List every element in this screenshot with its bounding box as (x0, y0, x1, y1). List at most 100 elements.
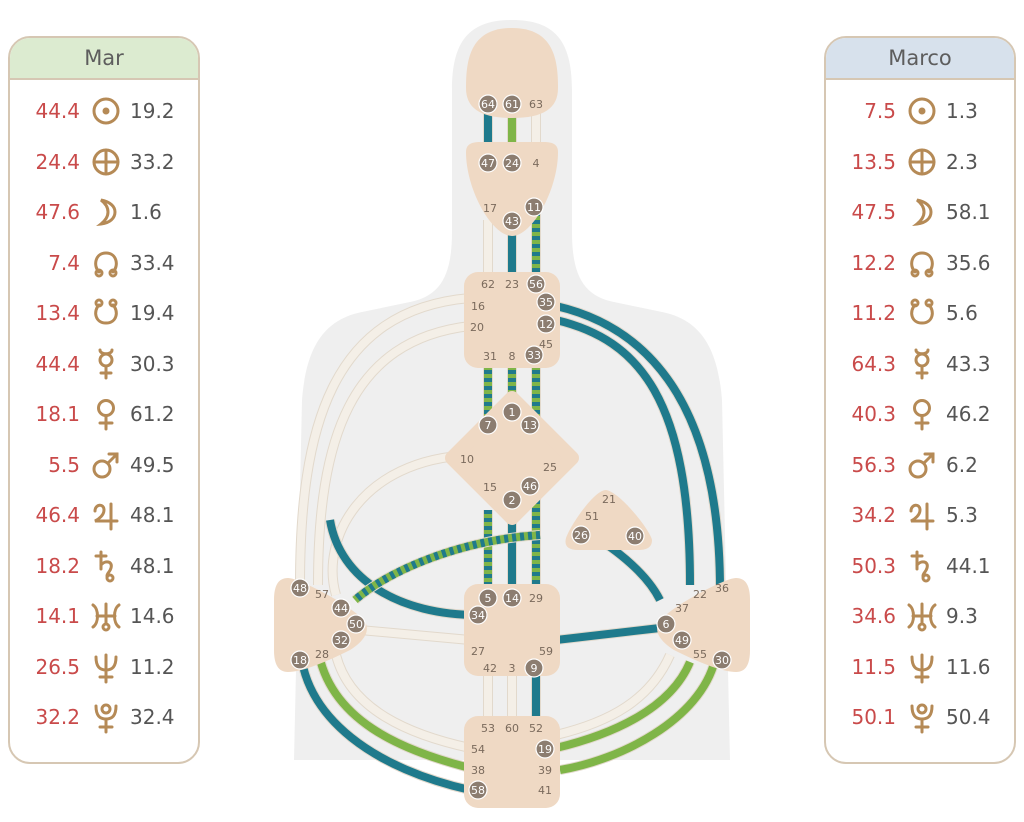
channel-28-38 (314, 649, 471, 772)
gate-active-marker (502, 402, 522, 422)
neptune-icon (904, 649, 940, 685)
gate-label: 7 (485, 419, 492, 432)
pluto-icon (904, 699, 940, 735)
design-value: 14.1 (35, 604, 80, 629)
gate-active-marker (520, 476, 540, 496)
channel-10-57 (328, 451, 471, 597)
personality-value: 61.2 (130, 402, 175, 427)
gate-2: 2 (502, 490, 522, 510)
personality-value: 6.2 (946, 452, 978, 477)
gate-62: 62 (481, 278, 495, 291)
gate-label: 11 (527, 201, 541, 214)
gate-24: 24 (502, 153, 522, 173)
channel-30-41 (559, 658, 719, 774)
gate-label: 3 (509, 662, 516, 675)
jupiter-icon (88, 497, 124, 533)
gate-label: 41 (538, 784, 552, 797)
gate-active-marker (502, 211, 522, 231)
left-panel-title: Mar (10, 38, 198, 80)
gate-61: 61 (502, 94, 522, 114)
channels-layer (295, 110, 725, 795)
gate-23: 23 (505, 278, 519, 291)
gate-active-marker (346, 614, 366, 634)
neptune-icon (88, 649, 124, 685)
gate-55: 55 (693, 648, 707, 661)
gate-label: 53 (481, 722, 495, 735)
gate-9: 9 (524, 658, 544, 678)
gate-label: 50 (349, 618, 363, 631)
gate-label: 34 (471, 609, 485, 622)
gate-43: 43 (502, 211, 522, 231)
gate-25: 25 (543, 461, 557, 474)
gate-13: 13 (520, 415, 540, 435)
gate-label: 37 (675, 602, 689, 615)
gate-label: 22 (693, 588, 707, 601)
gate-label: 35 (539, 296, 553, 309)
gate-53: 53 (481, 722, 495, 735)
gate-active-marker (468, 605, 488, 625)
gate-14: 14 (502, 588, 522, 608)
gate-16: 16 (471, 300, 485, 313)
gate-48: 48 (290, 578, 310, 598)
gate-label: 57 (315, 588, 329, 601)
design-value: 47.6 (35, 200, 80, 225)
gate-17: 17 (483, 202, 497, 215)
personality-value: 11.2 (130, 654, 175, 679)
gate-15: 15 (483, 481, 497, 494)
personality-value: 14.6 (130, 604, 175, 629)
gate-label: 28 (315, 648, 329, 661)
gate-label: 38 (471, 764, 485, 777)
design-value: 12.2 (851, 250, 896, 275)
mercury-icon (88, 346, 124, 382)
gate-35: 35 (536, 292, 556, 312)
gate-4: 4 (533, 157, 540, 170)
personality-value: 1.3 (946, 99, 978, 124)
south-node-icon (88, 295, 124, 331)
venus-icon (88, 396, 124, 432)
gate-label: 2 (509, 494, 516, 507)
design-value: 44.4 (35, 99, 80, 124)
gate-49: 49 (672, 630, 692, 650)
gate-label: 27 (471, 645, 485, 658)
gate-label: 23 (505, 278, 519, 291)
gate-label: 64 (481, 98, 495, 111)
gate-52: 52 (529, 722, 543, 735)
gate-active-marker (478, 94, 498, 114)
moon-icon (88, 194, 124, 230)
gate-active-marker (331, 630, 351, 650)
gate-label: 52 (529, 722, 543, 735)
personality-value: 48.1 (130, 503, 175, 528)
gate-12: 12 (536, 314, 556, 334)
gate-36: 36 (715, 582, 729, 595)
gate-label: 14 (505, 592, 519, 605)
gate-45: 45 (539, 338, 553, 351)
sun-icon (904, 93, 940, 129)
design-value: 7.4 (48, 250, 80, 275)
design-value: 11.5 (851, 654, 896, 679)
gate-label: 30 (715, 654, 729, 667)
gate-44: 44 (331, 598, 351, 618)
gate-active-marker (571, 525, 591, 545)
personality-value: 5.6 (946, 301, 978, 326)
gate-active-marker (331, 598, 351, 618)
gate-active-marker (520, 415, 540, 435)
mars-icon (88, 447, 124, 483)
design-value: 26.5 (35, 654, 80, 679)
channel-26-44-stripes (352, 531, 541, 604)
earth-icon (904, 144, 940, 180)
